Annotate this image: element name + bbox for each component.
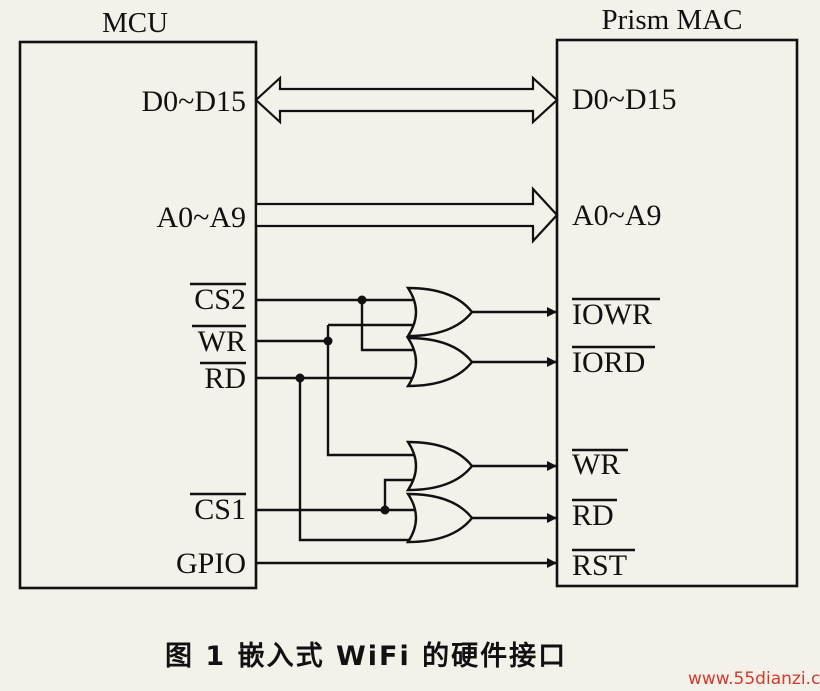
mcu-pin-addr: A0~A9	[156, 201, 246, 234]
or-gate-wr	[405, 440, 474, 492]
mcu-pin-cs1: CS1	[194, 493, 246, 526]
wire-cs1-branch	[383, 478, 414, 510]
mac-pin-rd: RD	[572, 499, 614, 532]
or-gate-rd	[405, 492, 474, 544]
data-bus-arrow	[254, 75, 559, 125]
mac-pin-iowr: IOWR	[572, 298, 652, 331]
junction-wr	[323, 336, 333, 346]
mac-pin-iord: IORD	[572, 346, 645, 379]
mcu-pin-rd: RD	[204, 362, 246, 395]
junction-rd	[295, 373, 305, 383]
mac-pin-data: D0~D15	[572, 83, 677, 116]
mcu-pin-data: D0~D15	[141, 85, 246, 118]
mcu-block	[18, 40, 258, 590]
mcu-pin-cs2: CS2	[194, 283, 246, 316]
wire-wr-to-gate3	[326, 325, 414, 457]
junction-cs1	[380, 505, 390, 515]
junction-cs2	[357, 295, 367, 305]
mcu-pin-wr: WR	[198, 325, 246, 358]
or-gate-iowr	[405, 286, 474, 338]
mac-pin-wr: WR	[572, 448, 620, 481]
watermark: www.55dianzi.com	[688, 669, 820, 689]
figure-caption: 图 1 嵌入式 WiFi 的硬件接口	[165, 640, 567, 672]
wire-rd-to-gate4	[298, 378, 414, 542]
mcu-title: MCU	[102, 7, 168, 39]
address-bus-arrow	[254, 186, 559, 244]
wire-cs2-branch	[360, 300, 414, 352]
mac-pin-rst: RST	[572, 549, 627, 582]
mac-pin-addr: A0~A9	[572, 199, 662, 232]
mcu-pin-gpio: GPIO	[176, 547, 246, 580]
mac-title: Prism MAC	[601, 4, 742, 36]
or-gate-iord	[405, 336, 474, 388]
